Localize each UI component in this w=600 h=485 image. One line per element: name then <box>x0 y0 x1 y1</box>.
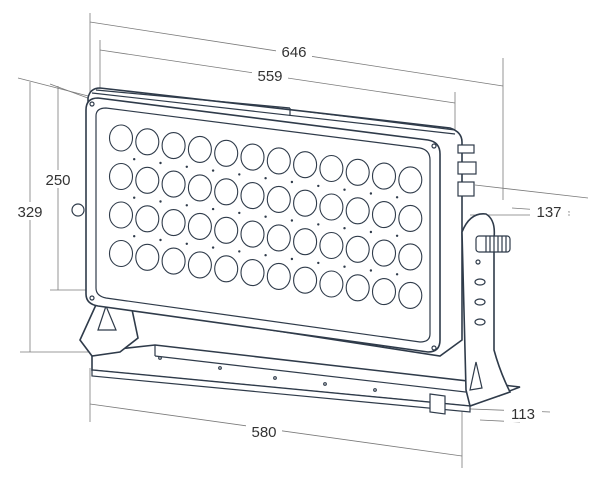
dim-label-113: 113 <box>511 406 535 423</box>
led-spacer-dot <box>264 177 267 180</box>
led-lens <box>345 274 370 302</box>
dim-label-250: 250 <box>45 172 70 189</box>
led-lens <box>135 205 160 233</box>
led-lens <box>214 139 239 167</box>
led-lens <box>371 278 397 306</box>
led-lens <box>293 189 318 217</box>
led-lens <box>319 270 344 298</box>
led-spacer-dot <box>343 265 346 268</box>
led-lens <box>319 154 344 183</box>
dim-label-329: 329 <box>17 204 42 221</box>
led-spacer-dot <box>290 257 294 261</box>
dim-label-137: 137 <box>536 204 561 221</box>
locking-knob <box>475 235 511 253</box>
led-lens <box>398 281 423 309</box>
led-lens <box>398 204 423 232</box>
led-spacer-dot <box>290 180 294 184</box>
led-lens <box>371 201 397 229</box>
led-lens <box>214 255 239 283</box>
led-spacer-dot <box>395 234 399 237</box>
led-lens <box>240 182 265 210</box>
led-lens <box>240 220 265 248</box>
left-bracket <box>79 295 139 357</box>
led-lens <box>266 185 291 213</box>
led-spacer-dot <box>133 196 136 199</box>
led-lens <box>108 201 134 229</box>
led-lens <box>135 128 160 156</box>
led-spacer-dot <box>159 238 162 242</box>
led-lens <box>135 166 160 194</box>
led-spacer-dot <box>264 215 267 218</box>
led-spacer-dot <box>369 230 373 234</box>
led-spacer-dot <box>317 184 320 188</box>
led-lens <box>161 170 186 198</box>
mounting-base <box>91 344 521 415</box>
led-spacer-dot <box>238 211 241 215</box>
led-grid <box>108 124 423 309</box>
led-lens <box>108 124 134 152</box>
led-spacer-dot <box>133 235 136 238</box>
led-lens <box>135 243 160 271</box>
led-spacer-dot <box>343 227 346 230</box>
led-spacer-dot <box>133 158 136 161</box>
dim-label-559: 559 <box>257 68 282 85</box>
led-spacer-dot <box>264 254 267 257</box>
led-spacer-dot <box>395 273 399 276</box>
led-spacer-dot <box>159 200 162 203</box>
led-lens <box>398 166 423 194</box>
led-lens <box>293 266 318 294</box>
led-spacer-dot <box>159 161 162 165</box>
led-lens <box>371 239 397 267</box>
dim-label-580: 580 <box>251 424 276 441</box>
led-spacer-dot <box>185 165 188 168</box>
led-lens <box>214 216 239 244</box>
led-lens <box>187 212 212 240</box>
led-spacer-dot <box>290 219 294 222</box>
led-lens <box>293 228 318 256</box>
lamp-housing <box>71 87 477 357</box>
led-lens <box>187 135 212 163</box>
led-spacer-dot <box>211 169 215 172</box>
led-spacer-dot <box>238 173 241 176</box>
led-lens <box>108 239 134 268</box>
led-lens <box>161 247 186 275</box>
led-lens <box>345 197 370 225</box>
led-spacer-dot <box>211 246 215 249</box>
led-lens <box>398 243 423 271</box>
led-spacer-dot <box>317 223 320 226</box>
led-spacer-dot <box>185 242 188 245</box>
led-lens <box>319 193 344 221</box>
led-spacer-dot <box>343 188 346 191</box>
led-spacer-dot <box>185 204 188 207</box>
led-lens <box>319 231 344 260</box>
led-spacer-dot <box>238 250 241 253</box>
led-lens <box>161 209 186 237</box>
led-spacer-dot <box>395 196 399 199</box>
led-lens <box>187 174 212 202</box>
led-lens <box>266 147 291 175</box>
led-spacer-dot <box>369 192 373 195</box>
led-lens <box>345 158 370 186</box>
led-spacer-dot <box>211 207 215 211</box>
led-lens <box>161 132 186 160</box>
led-lens <box>266 224 291 252</box>
led-lens <box>108 162 134 191</box>
led-lens <box>240 259 265 287</box>
right-bracket <box>461 213 512 408</box>
led-lens <box>214 178 239 206</box>
led-lens <box>240 143 265 171</box>
led-lens <box>345 235 370 263</box>
dim-label-646: 646 <box>281 44 306 61</box>
led-lens <box>187 251 212 279</box>
led-lens <box>371 162 397 190</box>
led-spacer-dot <box>369 269 373 272</box>
led-lens <box>293 151 318 179</box>
led-spacer-dot <box>317 261 320 265</box>
led-lens <box>266 262 291 290</box>
